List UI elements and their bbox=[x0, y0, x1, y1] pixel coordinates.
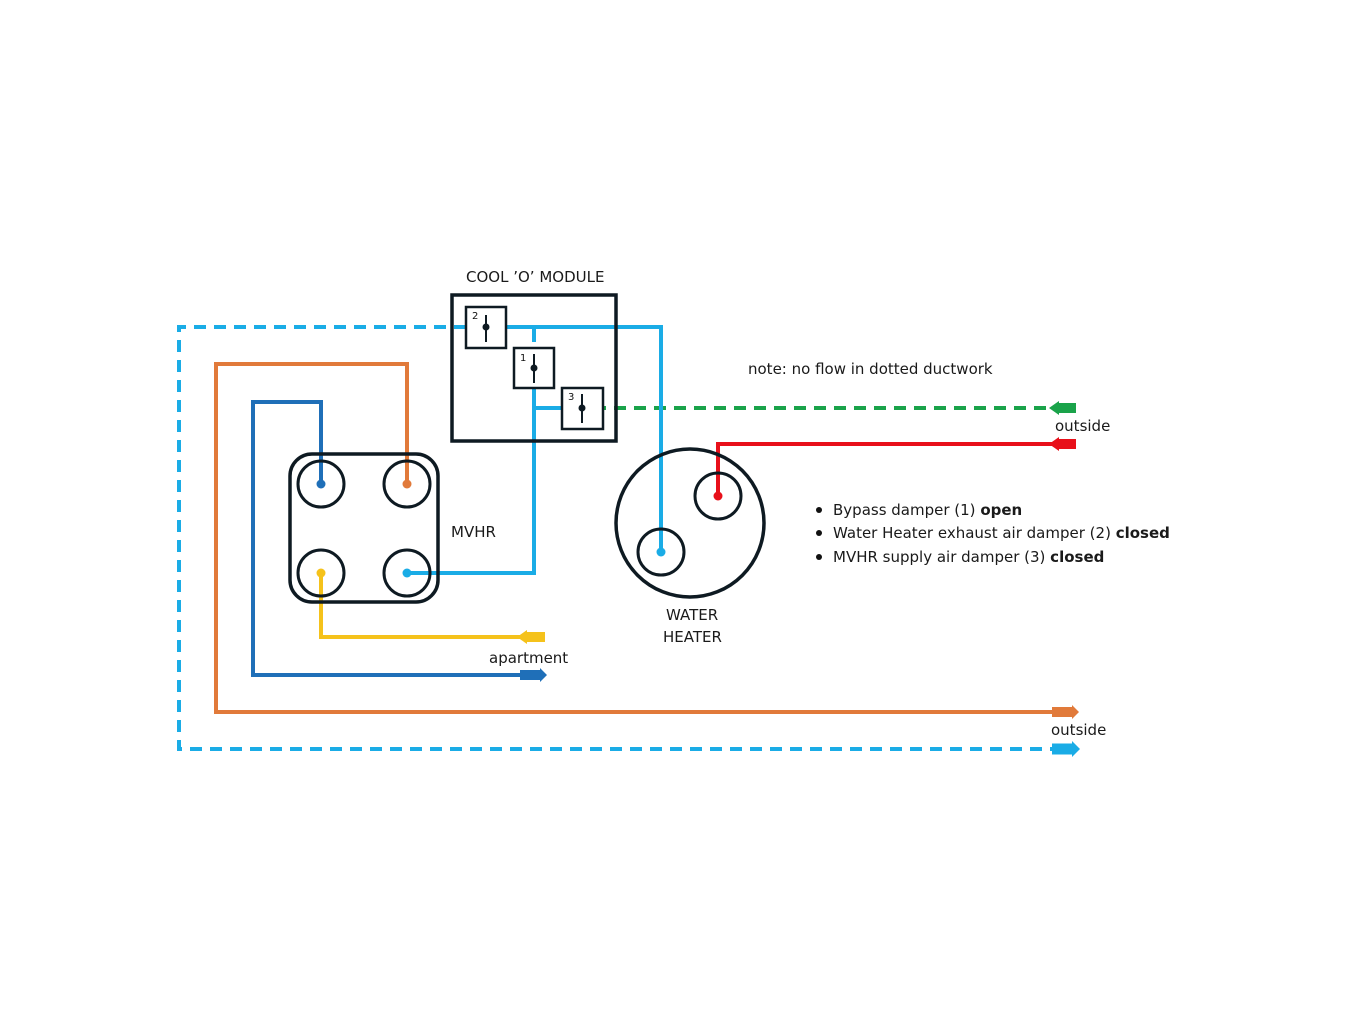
damper-state-item: Water Heater exhaust air damper (2) clos… bbox=[814, 523, 1170, 546]
mvhr-port-dot bbox=[316, 568, 326, 578]
cool-o-module-box bbox=[450, 293, 618, 443]
apartment-blue-arrow bbox=[520, 668, 547, 682]
mvhr-supply-duct bbox=[407, 406, 572, 575]
mvhr-port-dot bbox=[402, 568, 412, 578]
outside-label-bottom: outside bbox=[1051, 721, 1107, 739]
damper-1 bbox=[512, 346, 556, 390]
mvhr-port-bottom-right bbox=[382, 548, 432, 598]
outside-orange-arrow bbox=[1052, 705, 1079, 719]
no-flow-note: note: no flow in dotted ductwork bbox=[748, 360, 993, 378]
water-heater-port-lower bbox=[636, 527, 686, 577]
red-duct bbox=[716, 442, 1062, 496]
damper-3-number: 3 bbox=[568, 392, 575, 403]
water-heater-to-module-duct bbox=[486, 325, 663, 552]
mvhr-port-dot bbox=[402, 479, 412, 489]
mvhr-port-bottom-left bbox=[296, 548, 346, 598]
outside-red-arrow bbox=[1049, 437, 1076, 451]
mvhr-port-top-left bbox=[296, 459, 346, 509]
water-heater-label-line1: WATER bbox=[666, 606, 719, 624]
orange-duct bbox=[214, 362, 1055, 714]
water-heater-port-dot bbox=[656, 547, 666, 557]
damper-2 bbox=[464, 305, 508, 350]
water-heater-port-upper bbox=[693, 471, 743, 521]
mvhr-unit bbox=[288, 452, 440, 604]
damper-state-value: closed bbox=[1050, 547, 1105, 566]
apartment-yellow-arrow bbox=[517, 630, 545, 644]
damper-state-list: Bypass damper (1) open Water Heater exha… bbox=[814, 500, 1170, 570]
damper-state-item: MVHR supply air damper (3) closed bbox=[814, 547, 1170, 570]
module-title: COOL ’O’ MODULE bbox=[466, 268, 605, 286]
outside-green-arrow bbox=[1049, 401, 1076, 415]
damper-1-number: 1 bbox=[520, 353, 527, 364]
damper-3 bbox=[560, 386, 605, 431]
mvhr-port-top-right bbox=[382, 459, 432, 509]
mvhr-port-dot bbox=[316, 479, 326, 489]
water-heater-label-line2: HEATER bbox=[663, 628, 722, 646]
outside-exhaust-arrow bbox=[1052, 741, 1080, 757]
apartment-label: apartment bbox=[489, 649, 569, 667]
damper-state-item: Bypass damper (1) open bbox=[814, 500, 1170, 523]
dotted-exhaust-duct bbox=[177, 325, 1055, 751]
water-heater-unit bbox=[614, 447, 766, 599]
damper-2-number: 2 bbox=[472, 311, 479, 322]
water-heater-port-dot bbox=[713, 491, 723, 501]
yellow-duct bbox=[319, 573, 530, 639]
outside-label-top: outside bbox=[1055, 417, 1111, 435]
mvhr-label: MVHR bbox=[451, 523, 496, 541]
damper-state-value: closed bbox=[1115, 524, 1170, 543]
damper-state-value: open bbox=[980, 501, 1023, 519]
dark-blue-duct bbox=[251, 400, 524, 677]
